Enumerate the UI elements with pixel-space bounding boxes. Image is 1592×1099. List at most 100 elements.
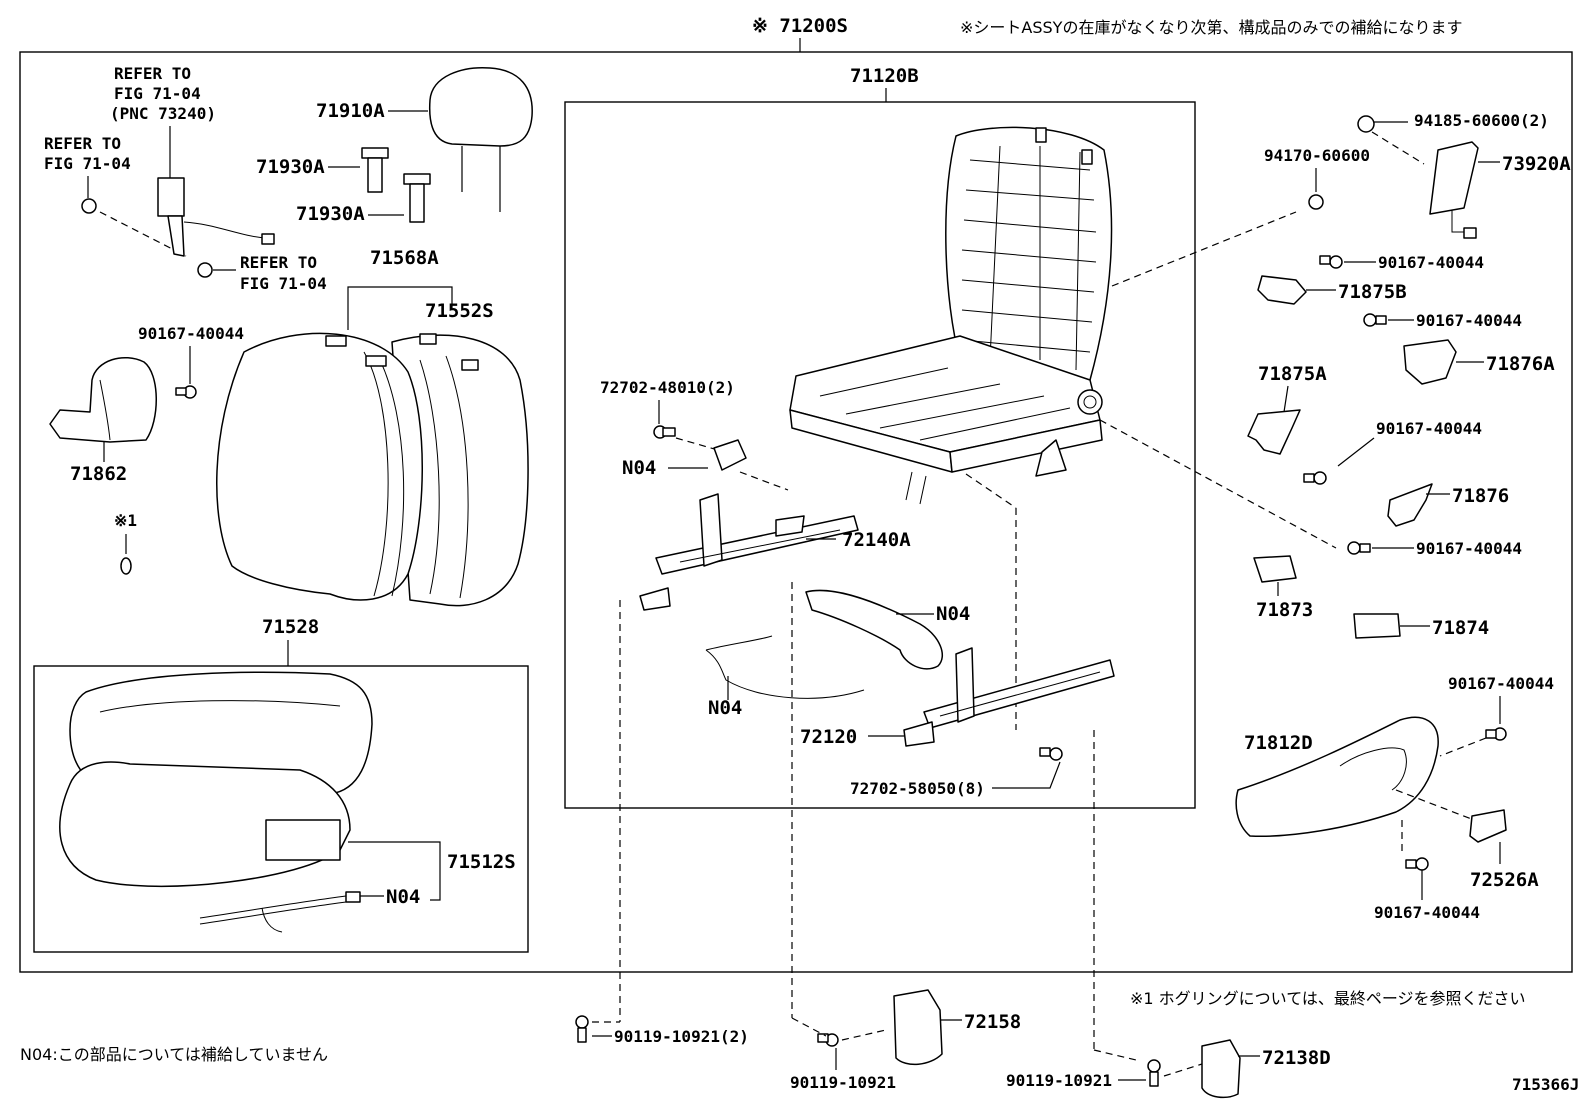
leader-90167-d <box>1337 437 1375 467</box>
bolt-icon <box>817 1033 839 1047</box>
stock-note: ※シートASSYの在庫がなくなり次第、構成品のみでの補給になります <box>960 18 1462 37</box>
label-71512S: 71512S <box>447 851 516 873</box>
dash-bolt-a <box>675 437 719 451</box>
bolt-icon <box>1363 313 1387 327</box>
label-71930A-2: 71930A <box>296 203 365 225</box>
hog-ring-mark: ※1 <box>114 511 137 530</box>
label-71862: 71862 <box>70 463 127 485</box>
label-72526A: 72526A <box>1470 869 1539 891</box>
headrest-icon <box>428 67 533 212</box>
label-71876: 71876 <box>1452 485 1509 507</box>
dash-frame-rail <box>965 473 1017 509</box>
dash-72138D <box>1163 1063 1203 1077</box>
label-71873: 71873 <box>1256 599 1313 621</box>
cushion-subassy-box <box>33 665 529 953</box>
n04-note: N04:この部品については補給していません <box>20 1045 328 1064</box>
dash-bracket <box>739 471 789 491</box>
sensor-wire-icon <box>199 891 361 933</box>
label-90167-a: 90167-40044 <box>138 324 244 343</box>
label-90167-f: 90167-40044 <box>1448 674 1554 693</box>
seat-frame-icon <box>789 126 1113 505</box>
bolt-icon <box>575 1015 589 1043</box>
label-72702-48010: 72702-48010(2) <box>600 378 735 397</box>
label-N04-a: N04 <box>622 457 656 479</box>
dash-94185 <box>1371 131 1425 165</box>
dash-90119-b <box>791 1017 827 1037</box>
nut-icon <box>81 198 97 214</box>
seat-rail-icon <box>639 493 859 611</box>
label-90167-c: 90167-40044 <box>1416 311 1522 330</box>
label-71528: 71528 <box>262 616 319 638</box>
label-72138D: 72138D <box>1262 1047 1331 1069</box>
leader-72702-58050 <box>992 761 1061 789</box>
bracket-icon <box>1247 409 1301 455</box>
label-71875A: 71875A <box>1258 363 1327 385</box>
headrest-support-icon <box>403 173 431 223</box>
label-71552S: 71552S <box>425 300 494 322</box>
refer-1-line3: (PNC 73240) <box>110 104 216 123</box>
bolt-icon <box>1039 747 1063 761</box>
assy-frame <box>19 51 1573 973</box>
adjuster-lever-icon <box>805 589 943 670</box>
label-N04-c: N04 <box>708 697 742 719</box>
clip-icon <box>1353 613 1401 639</box>
label-90119-a: 90119-10921(2) <box>614 1027 749 1046</box>
dash-90167-f <box>1439 737 1487 757</box>
hog-ring-icon <box>120 557 132 575</box>
figure-id: 715366J <box>1512 1075 1579 1094</box>
connecting-rod-icon <box>705 635 865 699</box>
bolt-icon <box>1147 1059 1161 1087</box>
seatback-pad-icon <box>216 332 423 601</box>
bolt-icon <box>1485 727 1507 741</box>
bolt-icon <box>653 425 676 439</box>
dash-frame-upper <box>1111 211 1297 287</box>
label-72120: 72120 <box>800 726 857 748</box>
rail-cover-icon <box>893 989 943 1066</box>
seat-cushion-cover-icon <box>69 671 373 795</box>
bolt-icon <box>1405 857 1429 871</box>
rail-cover-icon <box>1201 1039 1241 1099</box>
seat-cushion-pad-icon <box>59 761 351 888</box>
clip-icon <box>1253 555 1297 583</box>
label-71875B: 71875B <box>1338 281 1407 303</box>
recliner-cover-icon <box>49 357 157 443</box>
bolt-icon <box>1303 471 1327 485</box>
label-90119-c: 90119-10921 <box>1006 1071 1112 1090</box>
seat-rail-icon <box>903 647 1115 747</box>
label-71874: 71874 <box>1432 617 1489 639</box>
bracket-icon <box>713 439 747 471</box>
refer-1-line2: FIG 71-04 <box>114 84 201 103</box>
label-73920A: 73920A <box>1502 153 1571 175</box>
bolt-icon <box>1319 255 1343 269</box>
refer-1-line1: REFER TO <box>114 64 191 83</box>
label-N04-cushion: N04 <box>386 886 420 908</box>
label-71120B: 71120B <box>850 65 919 87</box>
nut-icon <box>1308 194 1324 210</box>
label-71910A: 71910A <box>316 100 385 122</box>
assy-code-label: ※ 71200S <box>752 15 848 37</box>
refer-3-line1: REFER TO <box>240 253 317 272</box>
hog-ring-note: ※1 ホグリングについては、最終ページを参照ください <box>1130 989 1526 1008</box>
label-72140A: 72140A <box>842 529 911 551</box>
label-72158: 72158 <box>964 1011 1021 1033</box>
label-71930A-1: 71930A <box>256 156 325 178</box>
refer-2-line2: FIG 71-04 <box>44 154 131 173</box>
dash-90119-c <box>1093 1049 1137 1061</box>
nut-icon <box>1357 115 1375 133</box>
label-90167-e: 90167-40044 <box>1416 539 1522 558</box>
dash-shield <box>1395 789 1475 821</box>
frame-subassy-box <box>564 101 1196 809</box>
bolt-icon <box>1347 541 1371 555</box>
headrest-support-icon <box>361 147 389 193</box>
leader-71875A <box>1283 385 1289 413</box>
label-71812D: 71812D <box>1244 732 1313 754</box>
seat-side-shield-icon <box>1235 716 1439 838</box>
nut-icon <box>197 262 213 278</box>
seatback-cover-icon <box>391 333 529 607</box>
label-94170: 94170-60600 <box>1264 146 1370 165</box>
label-90167-g: 90167-40044 <box>1374 903 1480 922</box>
leader-71512S <box>348 841 441 901</box>
refer-3-line2: FIG 71-04 <box>240 274 327 293</box>
bracket-icon <box>1257 275 1307 305</box>
